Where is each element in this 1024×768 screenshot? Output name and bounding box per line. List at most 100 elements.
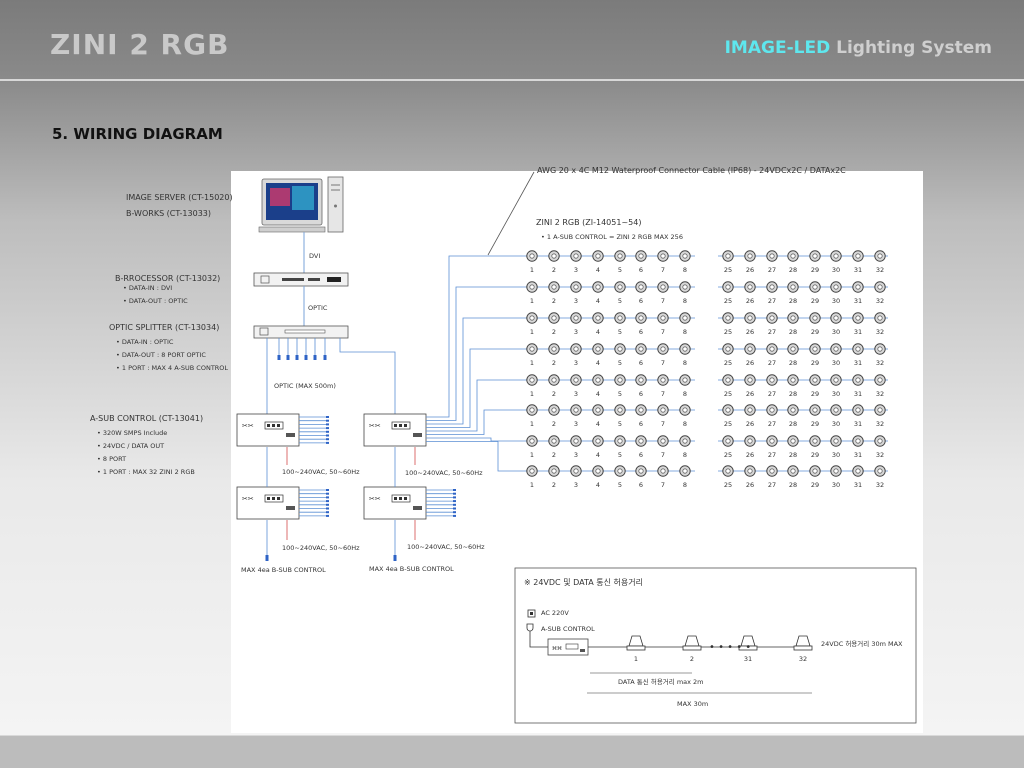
node-number: 2 — [552, 359, 556, 367]
processor-spec-out: • DATA-OUT : OPTIC — [123, 297, 188, 305]
node-number: 26 — [746, 390, 754, 398]
max-control-right: MAX 4ea B-SUB CONTROL — [369, 565, 454, 573]
node-number: 3 — [574, 481, 578, 489]
node-number: 7 — [661, 481, 665, 489]
node-number: 25 — [724, 328, 732, 336]
node-number: 25 — [724, 481, 732, 489]
node-number: 30 — [832, 266, 840, 274]
inset-ellipsis: • • • • • — [709, 642, 751, 653]
node-number: 8 — [683, 266, 687, 274]
node-number: 25 — [724, 420, 732, 428]
node-number: 28 — [789, 481, 797, 489]
node-number: 25 — [724, 451, 732, 459]
computer-icon — [258, 176, 344, 233]
node-number: 5 — [618, 328, 622, 336]
node-number: 1 — [530, 359, 534, 367]
node-number: 32 — [876, 451, 884, 459]
splitter-output-tips — [277, 355, 327, 360]
inset-panel: ※ 24VDC 및 DATA 통신 허용거리 AC 220V A-SUB CON… — [514, 567, 917, 724]
node-number: 4 — [596, 390, 600, 398]
node-number: 6 — [639, 390, 643, 398]
node-number: 28 — [789, 451, 797, 459]
inset-data-distance: DATA 통신 허용거리 max 2m — [618, 677, 704, 686]
chain-end-right — [393, 555, 397, 561]
node-number: 32 — [876, 297, 884, 305]
node-number: 30 — [832, 481, 840, 489]
node-number: 32 — [876, 328, 884, 336]
splitter-spec-in: • DATA-IN : OPTIC — [116, 338, 174, 346]
node-number: 6 — [639, 451, 643, 459]
header-bar — [0, 0, 1024, 79]
node-number: 3 — [574, 451, 578, 459]
power-label-4: 100~240VAC, 50~60Hz — [407, 543, 485, 551]
cable-note: AWG 20 x 4C M12 Waterproof Connector Cab… — [537, 166, 846, 175]
node-number: 26 — [746, 481, 754, 489]
inset-max30: MAX 30m — [677, 700, 708, 708]
node-number: 26 — [746, 297, 754, 305]
footer-bar — [0, 736, 1024, 768]
node-number: 8 — [683, 297, 687, 305]
svg-text:✂✂: ✂✂ — [242, 422, 254, 430]
node-number: 1 — [530, 328, 534, 336]
node-number: 7 — [661, 359, 665, 367]
node-number: 25 — [724, 390, 732, 398]
node-number: 27 — [768, 420, 776, 428]
node-number: 4 — [596, 420, 600, 428]
max-control-left: MAX 4ea B-SUB CONTROL — [241, 566, 326, 574]
power-label-2: 100~240VAC, 50~60Hz — [405, 469, 483, 477]
node-number: 30 — [832, 390, 840, 398]
node-number: 29 — [811, 451, 819, 459]
asub-spec-out: • 24VDC / DATA OUT — [97, 442, 164, 450]
brand-logo: IMAGE-LED Lighting System — [725, 38, 992, 58]
node-number: 29 — [811, 266, 819, 274]
asub-controller-2: ✂✂ — [363, 413, 427, 447]
asub-label: A-SUB CONTROL (CT-13041) — [90, 414, 203, 423]
node-number: 26 — [746, 359, 754, 367]
chain-end-left — [265, 555, 269, 561]
node-number: 2 — [552, 266, 556, 274]
node-number: 5 — [618, 390, 622, 398]
node-number: 1 — [530, 451, 534, 459]
node-number: 27 — [768, 451, 776, 459]
node-number: 30 — [832, 359, 840, 367]
inset-asub-label: A-SUB CONTROL — [541, 625, 595, 633]
node-number: 31 — [854, 451, 862, 459]
processor-device — [253, 272, 349, 287]
node-number: 27 — [768, 328, 776, 336]
controller-chain — [266, 447, 396, 558]
node-number: 8 — [683, 451, 687, 459]
asub-controller-1: ✂✂ — [236, 413, 329, 447]
brand-rest: Lighting System — [836, 38, 992, 58]
node-number: 1 — [530, 481, 534, 489]
inset-ac-label: AC 220V — [541, 609, 569, 617]
node-number: 32 — [876, 481, 884, 489]
node-number: 3 — [574, 266, 578, 274]
node-number: 28 — [789, 328, 797, 336]
node-number: 7 — [661, 390, 665, 398]
processor-spec-in: • DATA-IN : DVI — [123, 284, 172, 292]
node-number: 32 — [876, 266, 884, 274]
svg-text:✂✂: ✂✂ — [369, 422, 381, 430]
bworks-label: B-WORKS (CT-13033) — [126, 209, 211, 218]
node-number: 29 — [811, 390, 819, 398]
node-number: 29 — [811, 297, 819, 305]
node-number: 5 — [618, 420, 622, 428]
node-number: 26 — [746, 328, 754, 336]
node-number: 6 — [639, 359, 643, 367]
node-number: 27 — [768, 297, 776, 305]
node-number: 27 — [768, 390, 776, 398]
inset-24vdc-distance: 24VDC 허용거리 30m MAX — [821, 639, 903, 648]
asub-spec-max: • 1 PORT : MAX 32 ZINI 2 RGB — [97, 468, 195, 476]
splitter-spec-port: • 1 PORT : MAX 4 A-SUB CONTROL — [116, 364, 228, 372]
node-number: 25 — [724, 266, 732, 274]
node-number: 25 — [724, 297, 732, 305]
node-number: 30 — [832, 328, 840, 336]
node-number: 6 — [639, 328, 643, 336]
node-number: 5 — [618, 451, 622, 459]
inset-controller: ⌘⌘ — [547, 638, 589, 656]
brand-accent: IMAGE-LED — [724, 38, 831, 58]
node-number: 8 — [683, 390, 687, 398]
processor-label: B-RROCESSOR (CT-13032) — [115, 274, 220, 283]
node-number: 31 — [854, 481, 862, 489]
